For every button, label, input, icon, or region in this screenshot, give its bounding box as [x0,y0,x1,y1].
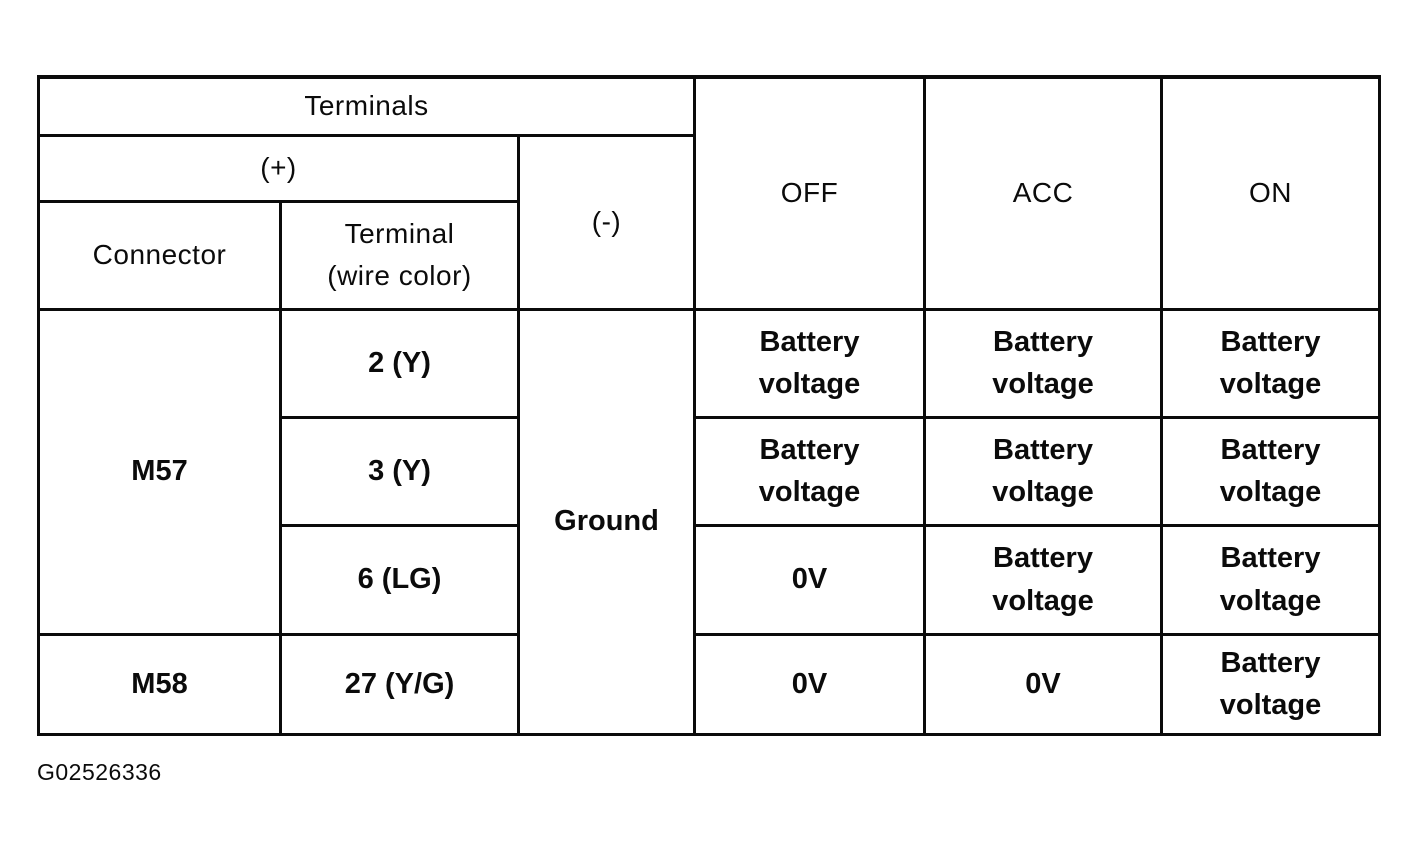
header-plus: (+) [37,133,520,203]
acc-value-row0: Battery voltage [923,307,1163,419]
header-terminals: Terminals [37,75,696,137]
acc-value-row1: Battery voltage [923,415,1163,527]
terminal-cell-row3: 27 (Y/G) [279,632,520,736]
connector-cell-m57: M57 [37,307,282,636]
header-terminal-line1: Terminal [344,218,455,249]
on-value-row3: Battery voltage [1160,632,1381,736]
header-off: OFF [693,75,926,311]
terminal-cell-row0: 2 (Y) [279,307,520,419]
figure-id: G02526336 [37,759,162,785]
header-minus: (-) [517,133,696,311]
terminal-cell-row1: 3 (Y) [279,415,520,527]
acc-value-row2: Battery voltage [923,523,1163,636]
off-value-row1: Battery voltage [693,415,926,527]
connector-cell-m58: M58 [37,632,282,736]
header-acc: ACC [923,75,1163,311]
terminal-cell-row2: 6 (LG) [279,523,520,636]
header-on: ON [1160,75,1381,311]
off-value-row3: 0V [693,632,926,736]
on-value-row2: Battery voltage [1160,523,1381,636]
header-connector: Connector [37,199,282,311]
acc-value-row3: 0V [923,632,1163,736]
header-terminal-line2: (wire color) [327,260,472,291]
terminal-voltage-table: Terminals OFF ACC ON (+) (-) Connector T… [37,75,1381,736]
on-value-row0: Battery voltage [1160,307,1381,419]
on-value-row1: Battery voltage [1160,415,1381,527]
off-value-row2: 0V [693,523,926,636]
off-value-row0: Battery voltage [693,307,926,419]
header-terminal-wire-color: Terminal (wire color) [279,199,520,311]
ground-cell: Ground [517,307,696,736]
